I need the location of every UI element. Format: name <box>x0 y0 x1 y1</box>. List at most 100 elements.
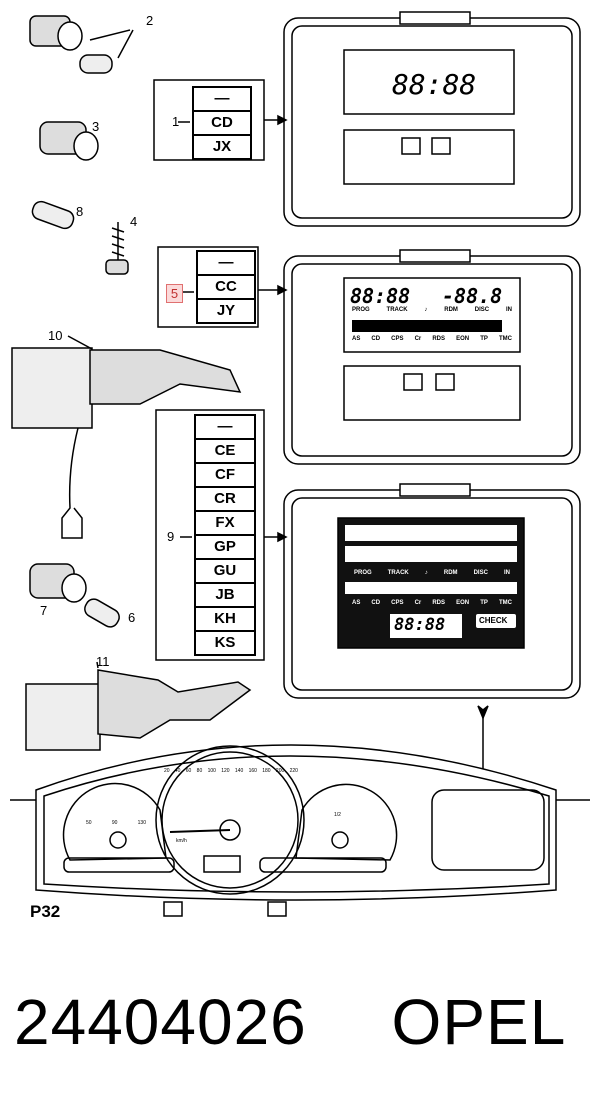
indicator-label: TRACK <box>387 570 409 576</box>
display-1-clock: 88:88 <box>392 68 477 101</box>
indicator-label: TP <box>480 336 488 342</box>
tick-label: 20 <box>164 768 170 774</box>
stalk-switch-part-10 <box>11 335 242 539</box>
indicator-label: RDS <box>432 600 446 606</box>
indicator-label: TMC <box>498 336 512 342</box>
indicator-label: TP <box>480 600 488 606</box>
indicator-label: CPS <box>391 600 404 606</box>
brand: OPEL <box>391 986 567 1058</box>
bulb-part-8 <box>31 200 75 230</box>
callout-4: 4 <box>130 214 138 229</box>
code-cell: CR <box>196 486 254 510</box>
indicator-label: IN <box>505 307 512 313</box>
indicator-label: ♪ <box>424 570 428 576</box>
callout-9: 9 <box>167 529 175 544</box>
callout-7: 7 <box>40 603 48 618</box>
temperature-ticks: 50 90 130 <box>86 820 146 826</box>
bulb-holder-part-2 <box>29 15 134 74</box>
display-3-clock: 88:88 <box>394 615 446 635</box>
fuel-tick: 1/2 <box>334 812 341 818</box>
tick-label: 130 <box>137 820 146 826</box>
callout-5: 5 <box>166 284 183 303</box>
indicator-label: ♪ <box>424 307 428 313</box>
indicator-label: RDM <box>443 570 458 576</box>
tick-label: 120 <box>221 768 230 774</box>
indicator-label: EON <box>456 600 470 606</box>
indicator-label: TRACK <box>386 307 408 313</box>
tick-label: 160 <box>248 768 257 774</box>
indicator-label: DISC <box>473 570 488 576</box>
variant-codes-group-9: — CE CF CR FX GP GU JB KH KS <box>194 414 256 656</box>
tick-label: 100 <box>207 768 216 774</box>
indicator-label: Cr <box>414 600 422 606</box>
code-cell: CD <box>194 110 250 134</box>
display-3-check-label: CHECK <box>479 616 508 625</box>
stalk-switch-part-11 <box>25 661 252 751</box>
display-2-frequency: -88.8 <box>442 284 503 308</box>
indicator-label: PROG <box>354 570 372 576</box>
indicator-label: DISC <box>474 307 490 313</box>
code-cell: CE <box>196 438 254 462</box>
indicator-label: PROG <box>352 307 370 313</box>
code-cell: JX <box>194 134 250 158</box>
indicator-label: IN <box>504 570 510 576</box>
bulb-part-6 <box>84 598 120 628</box>
display-3-indicator-row-2: AS CD CPS Cr RDS EON TP TMC <box>352 600 512 606</box>
display-2-clock: 88:88 <box>350 284 411 308</box>
tick-label: 50 <box>86 820 92 826</box>
indicator-label: CPS <box>391 336 404 342</box>
tick-label: 180 <box>262 768 271 774</box>
code-cell: CC <box>198 274 254 298</box>
callout-6: 6 <box>128 610 136 625</box>
code-cell: FX <box>196 510 254 534</box>
callout-11: 11 <box>96 654 110 669</box>
indicator-label: RDS <box>432 336 446 342</box>
footer: 24404026 OPEL <box>14 985 566 1059</box>
tick-label: 60 <box>185 768 192 774</box>
indicator-label: CD <box>371 336 381 342</box>
tick-label: 40 <box>174 768 181 774</box>
code-cell: GP <box>196 534 254 558</box>
display-unit-2-frame <box>283 249 581 465</box>
indicator-label: AS <box>352 600 361 606</box>
tick-label: 200 <box>275 768 285 774</box>
instrument-cluster-frame <box>10 744 590 917</box>
code-cell: JY <box>198 298 254 322</box>
bulb-holder-part-7 <box>29 563 87 603</box>
code-cell: KS <box>196 630 254 654</box>
tick-label: 80 <box>196 768 203 774</box>
callout-8: 8 <box>76 204 84 219</box>
code-cell: KH <box>196 606 254 630</box>
variant-codes-group-1: — CD JX <box>192 86 252 160</box>
code-cell: — <box>217 418 233 435</box>
indicator-label: AS <box>352 336 361 342</box>
indicator-label: CD <box>371 600 381 606</box>
indicator-label: RDM <box>444 307 458 313</box>
display-3-indicator-row-1: PROG TRACK ♪ RDM DISC IN <box>354 570 510 576</box>
code-cell: — <box>214 90 230 107</box>
code-cell: JB <box>196 582 254 606</box>
speedometer-ticks: 20 40 60 80 100 120 140 160 180 200 220 <box>164 768 298 774</box>
page-label: P32 <box>30 902 61 921</box>
tick-label: 90 <box>111 820 118 826</box>
indicator-label: EON <box>456 336 470 342</box>
tick-label: 220 <box>289 768 298 774</box>
callout-2: 2 <box>146 13 154 28</box>
tick-label: 140 <box>234 768 244 774</box>
code-cell: GU <box>196 558 254 582</box>
variant-codes-group-5: — CC JY <box>196 250 256 324</box>
display-unit-1-frame <box>283 11 581 227</box>
code-cell: CF <box>196 462 254 486</box>
screw-part-4 <box>105 222 129 275</box>
display-2-indicator-row-2: AS CD CPS Cr RDS EON TP TMC <box>352 336 512 342</box>
indicator-label: Cr <box>414 336 422 342</box>
callout-10: 10 <box>48 328 63 343</box>
speed-unit-label: km/h <box>176 838 187 844</box>
callout-3: 3 <box>92 119 100 134</box>
display-2-indicator-row-1: PROG TRACK ♪ RDM DISC IN <box>352 307 512 313</box>
code-cell: — <box>218 254 234 271</box>
part-number: 24404026 <box>14 986 307 1058</box>
indicator-label: TMC <box>498 600 512 606</box>
bulb-holder-part-3 <box>39 121 99 161</box>
